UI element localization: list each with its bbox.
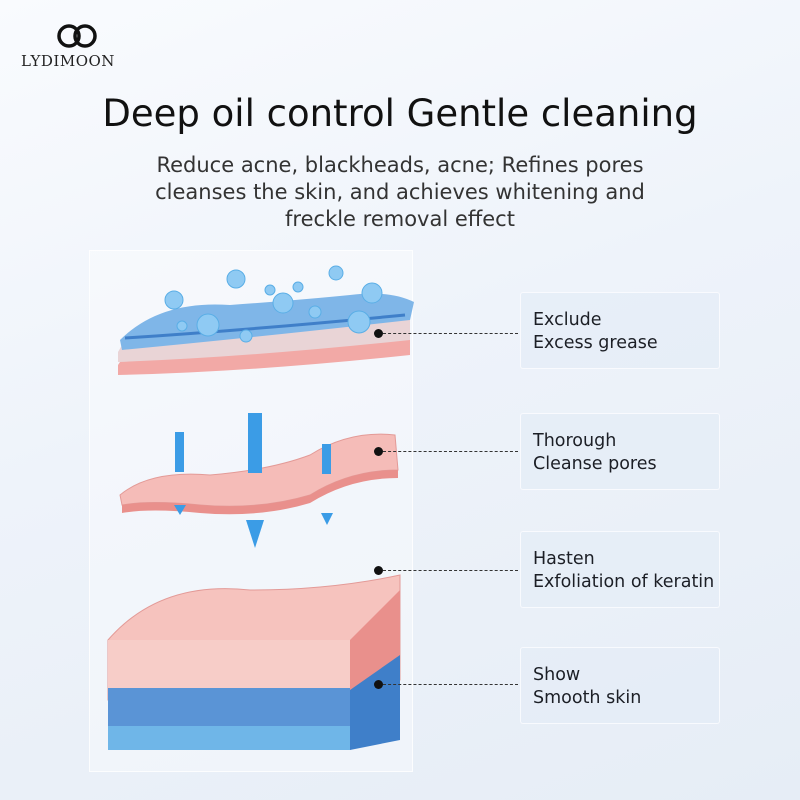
pointer-dot [374, 447, 383, 456]
pointer-dot [374, 566, 383, 575]
feature-title: Hasten [533, 549, 595, 569]
leader-line [383, 333, 518, 334]
leader-line [383, 570, 518, 571]
feature-description: Exfoliation of keratin [533, 572, 715, 592]
leader-line [383, 684, 518, 685]
pointer-dot [374, 680, 383, 689]
skin-block-illustration [107, 574, 401, 750]
feature-title: Show [533, 665, 581, 685]
brand-logo: LYDIMOON [21, 24, 132, 70]
subtitle-line: cleanses the skin, and achieves whitenin… [155, 180, 645, 204]
feature-description: Smooth skin [533, 688, 642, 708]
feature-title: Exclude [533, 310, 602, 330]
leader-line [383, 451, 518, 452]
feature-description: Cleanse pores [533, 454, 657, 474]
oil-layer-illustration [118, 293, 414, 375]
pointer-dot [374, 329, 383, 338]
subtitle-line: freckle removal effect [285, 207, 515, 231]
brand-name: LYDIMOON [21, 52, 115, 70]
feature-title: Thorough [533, 431, 617, 451]
subtitle-line: Reduce acne, blackheads, acne; Refines p… [156, 153, 644, 177]
bubbles-icon [164, 265, 383, 343]
page-title: Deep oil control Gentle cleaning [102, 92, 698, 135]
arrow-down-icon [174, 413, 333, 548]
feature-description: Excess grease [533, 333, 658, 353]
rings-logo-icon [57, 24, 97, 48]
page-subtitle: Reduce acne, blackheads, acne; Refines p… [110, 152, 690, 233]
